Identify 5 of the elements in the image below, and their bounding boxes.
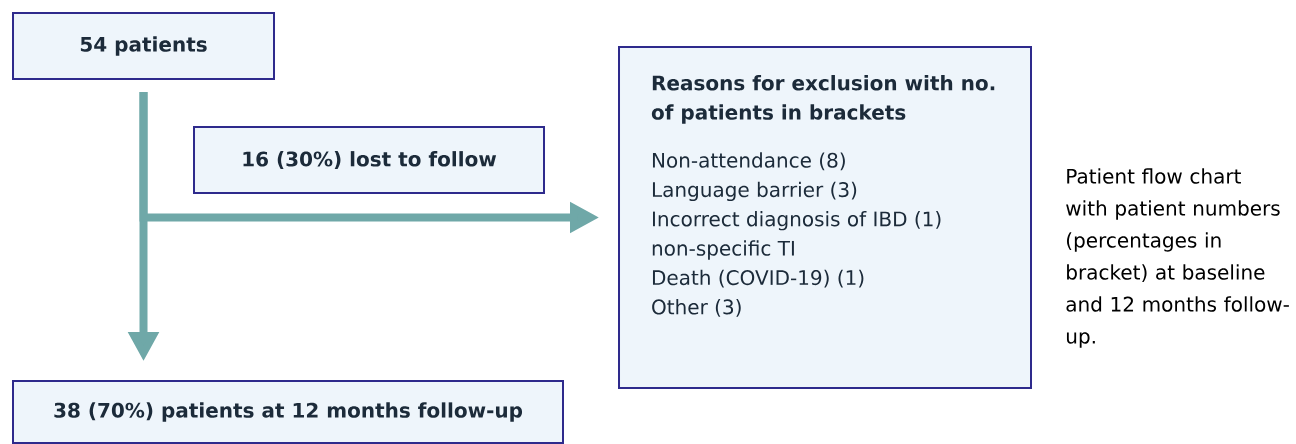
process-box: 16 (30%) lost to follow <box>193 126 545 194</box>
reasons-box: Reasons for exclusion with no. of patients in brackets Non-attendance (8) Language barrier (3) Incorrect diagnosis of IBD (1) non-specific TI Death (COVID-19) (1) Other (3) <box>618 46 1032 389</box>
process-box: 38 (70%) patients at 12 months follow-up <box>12 380 564 444</box>
process-box: 54 patients <box>12 12 275 80</box>
caption-text: Patient flow chart with patient numbers (percentages in bracket) at baseline and 12 months follow-up. <box>1066 168 1289 348</box>
